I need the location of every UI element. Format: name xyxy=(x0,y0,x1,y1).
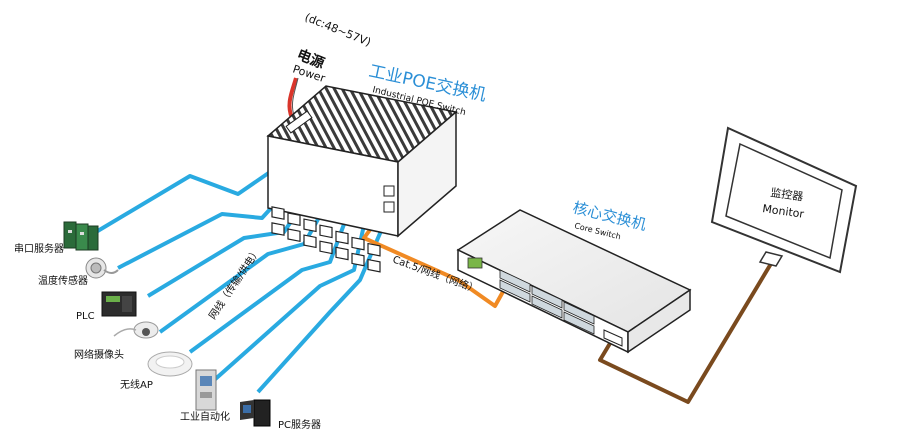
automation-icon xyxy=(195,369,217,411)
wireless-ap-label: 无线AP xyxy=(120,378,153,391)
uplink-cable xyxy=(362,214,507,308)
poe-switch-ports xyxy=(271,206,381,273)
pc-server-icon xyxy=(240,399,271,427)
monitor-label-en: Monitor xyxy=(762,202,806,221)
poe-cable-serial-server xyxy=(94,170,272,234)
automation-label: 工业自动化 xyxy=(180,410,230,423)
serial-server-icon xyxy=(63,221,99,251)
monitor-label-cn: 监控器 xyxy=(770,185,805,203)
plc-label: PLC xyxy=(76,311,95,322)
power-voltage: (dc:48~57V) xyxy=(303,11,373,49)
camera-label: 网络摄像头 xyxy=(74,348,124,361)
core-switch xyxy=(456,209,692,354)
poe-switch xyxy=(266,85,458,273)
serial-server-label: 串口服务器 xyxy=(14,242,64,255)
plc-icon xyxy=(101,291,137,317)
temp-sensor-icon xyxy=(85,257,119,279)
power-cable xyxy=(287,77,298,119)
core-switch-ports xyxy=(499,269,595,335)
pc-server-label: PC服务器 xyxy=(278,418,321,431)
monitor-cable xyxy=(598,260,774,404)
camera-icon xyxy=(113,321,159,339)
poe-cable-camera xyxy=(158,197,332,334)
monitor xyxy=(710,126,858,274)
wireless-ap-icon xyxy=(147,351,193,377)
poe-cables xyxy=(94,170,386,394)
temp-sensor-label: 温度传感器 xyxy=(38,274,88,287)
